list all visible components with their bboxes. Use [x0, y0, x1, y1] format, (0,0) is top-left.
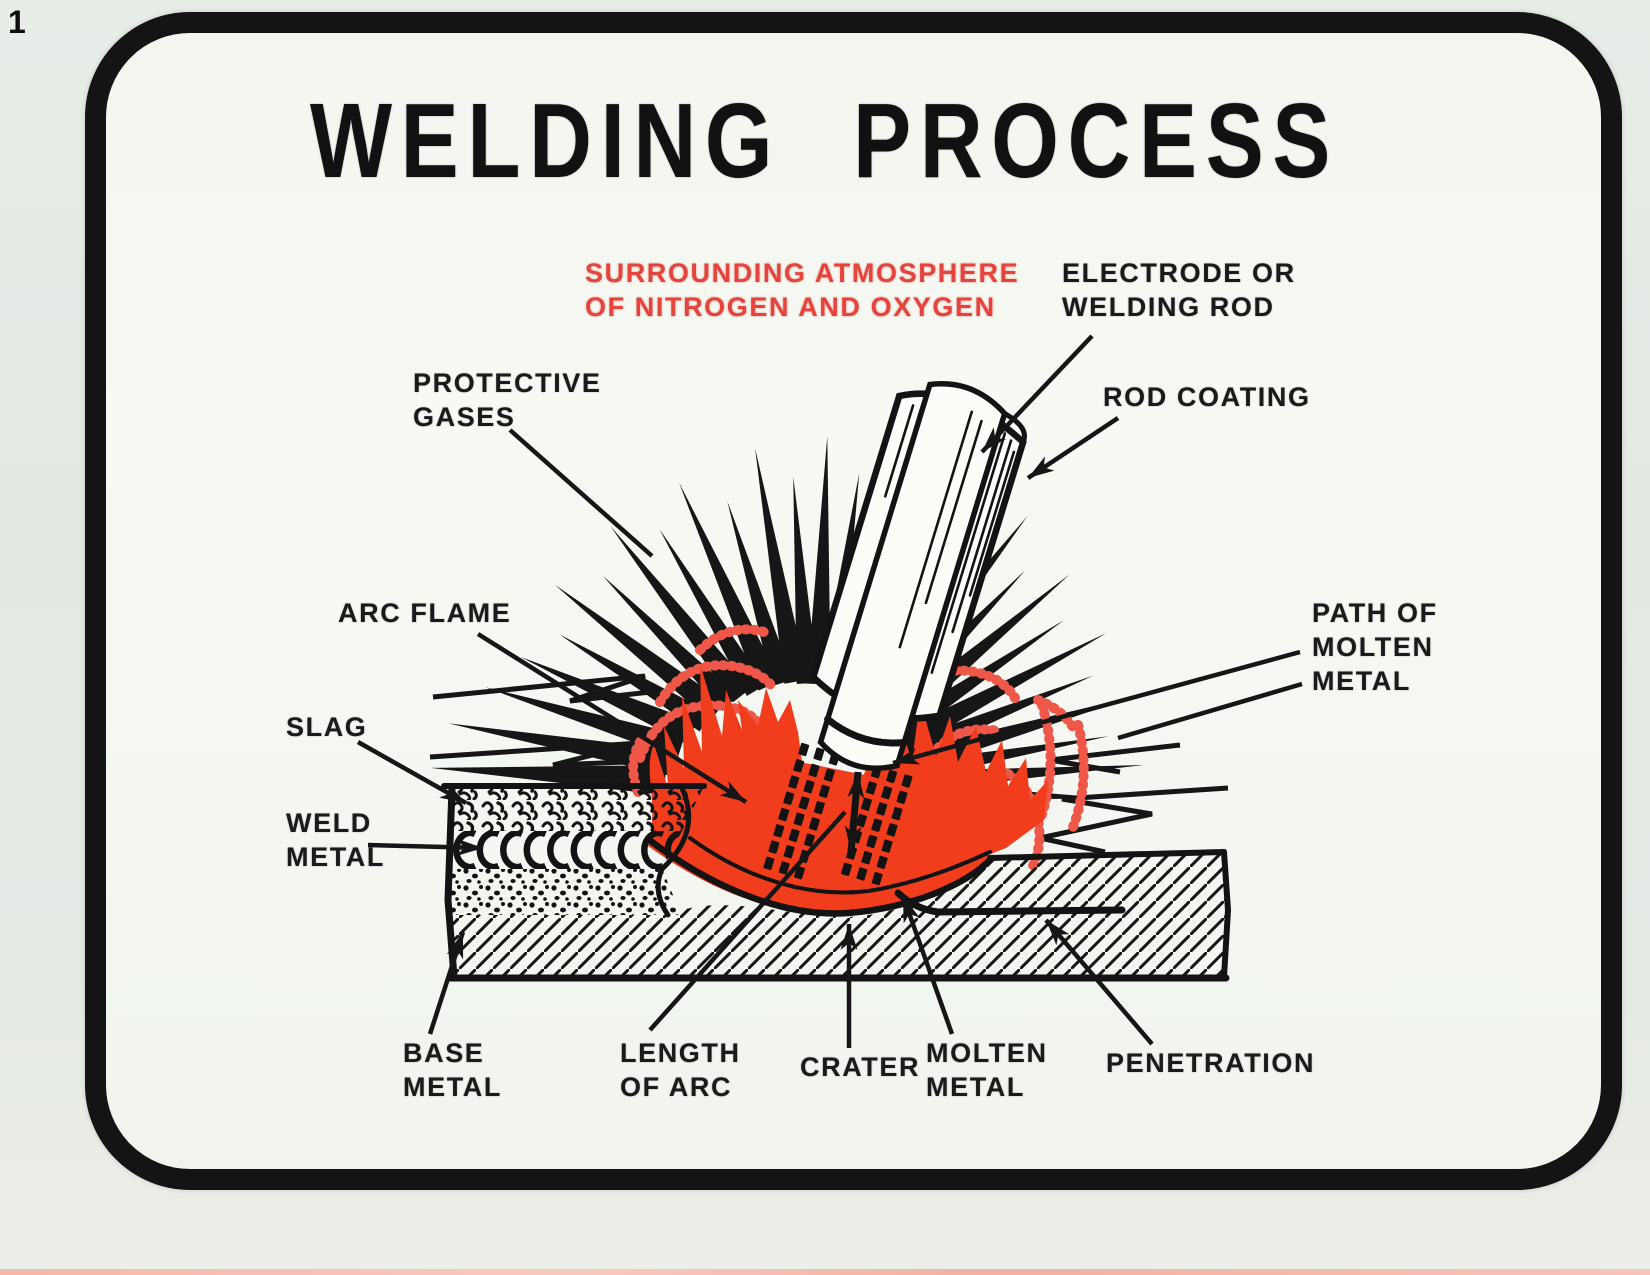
- leader-molten-metal: [900, 895, 955, 1035]
- leader-path-molten-b: [1117, 681, 1303, 741]
- leader-rod-coating: [1026, 416, 1120, 480]
- label-slag: SLAG: [286, 712, 368, 742]
- right-flame: [862, 700, 1048, 866]
- page-title: WELDING PROCESS: [310, 82, 1340, 200]
- label-penetration: PENETRATION: [1106, 1048, 1316, 1078]
- label-rod-coating: ROD COATING: [1103, 382, 1311, 412]
- leader-electrode: [980, 334, 1094, 454]
- label-arc-flame: ARC FLAME: [338, 598, 512, 628]
- rod-shading-lines: [883, 404, 1016, 674]
- base-metal-hatch: [450, 852, 1228, 977]
- label-electrode-or-welding-rod: ELECTRODE OR WELDING ROD: [1062, 258, 1296, 323]
- coating-rim: [1002, 411, 1027, 445]
- scan-edge-strip: [0, 1269, 1650, 1275]
- length-of-arc-double-arrow: [844, 771, 865, 853]
- slide-number: 1: [8, 4, 26, 40]
- leader-lines: [356, 334, 1303, 1048]
- label-molten-metal: MOLTEN METAL: [926, 1038, 1048, 1103]
- leader-path-molten-a: [892, 649, 1301, 766]
- leader-protective-gases: [508, 428, 654, 558]
- electrode-rod: [809, 381, 1027, 772]
- slag-band: [450, 786, 704, 831]
- label-length-of-arc: LENGTH OF ARC: [620, 1038, 741, 1103]
- core-tip-band: [824, 715, 908, 747]
- electrode-core: [817, 381, 1008, 772]
- label-base-metal: BASE METAL: [403, 1038, 502, 1103]
- label-weld-metal: WELD METAL: [286, 808, 385, 873]
- leader-arc-flame: [476, 632, 748, 804]
- leader-length-of-arc: [648, 810, 847, 1032]
- weld-ripples: [453, 831, 682, 869]
- label-path-of-molten-metal: PATH OF MOLTEN METAL: [1312, 598, 1438, 697]
- leader-penetration: [1044, 918, 1154, 1046]
- weld-metal-stipple: [450, 869, 681, 915]
- leader-weld-metal: [367, 838, 484, 856]
- label-surrounding-atmosphere: SURROUNDING ATMOSPHERE OF NITROGEN AND O…: [585, 258, 1020, 323]
- leader-base-metal: [427, 931, 466, 1035]
- leader-slag: [356, 740, 468, 805]
- label-protective-gases: PROTECTIVE GASES: [413, 368, 602, 433]
- label-crater: CRATER: [800, 1052, 921, 1082]
